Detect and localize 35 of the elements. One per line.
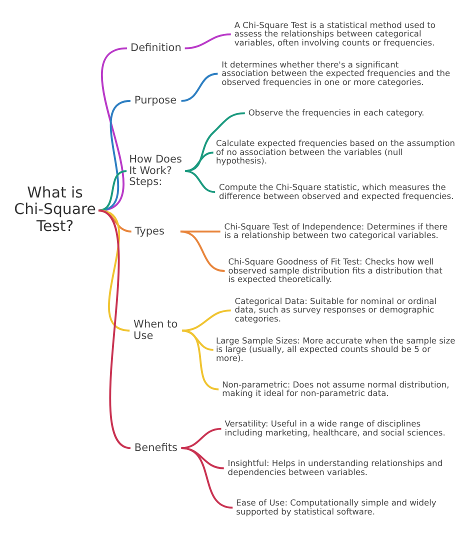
connector [180,230,225,272]
node-text: Versatility: Useful in a wide range of disciplines including marketing, healthcare, and social sciences. [224,418,446,437]
node-text: Categorical Data: Suitable for nominal or ordinal data, such as survey responses or demographic categories. [234,295,437,323]
node-text: What is Chi-Square Test? [14,182,96,234]
connector [98,46,128,211]
node-text: It determines whether there's a significant association between the expected frequencies and the observed frequencies in one or more categories. [222,58,450,86]
connector [181,446,233,508]
node-text: Purpose [134,94,177,106]
node-text: Compute the Chi-Square statistic, which measures the difference between observed and expected frequencies. [219,181,454,200]
connector [182,329,219,390]
connector [185,170,216,193]
node-text: Benefits [134,441,178,454]
connector [98,99,131,211]
node-text: Ease of Use: Computationally simple and widely supported by statistical software. [236,497,436,516]
node-text: Non-parametric: Does not assume normal distribution, making it ideal for non-parametric data. [222,378,450,398]
node-text: Large Sample Sizes: More accurate when the sample size is large (usually, all expected counts should be 5 or more). [216,334,456,362]
connector [98,170,127,211]
connector [181,72,218,102]
node-text: Insightful: Helps in understanding relationships and dependencies between variables. [228,458,443,476]
connector [181,427,222,449]
node-text: Definition [130,42,182,54]
connector [184,32,231,49]
connector [185,151,214,172]
node-text: Types [134,224,165,237]
node-text: Observe the frequencies in each category. [248,106,424,117]
connector [185,112,245,172]
node-text: Chi-Square Goodness of Fit Test: Checks how well observed sample distribution fits a distribution that is expected theoretically. [228,256,442,284]
connector [180,230,220,232]
node-text: A Chi-Square Test is a statistical method used to assess the relationships between categorical variables, often involving counts or frequencies. [234,19,436,47]
node-text: How Does It Work? Steps: [129,152,182,188]
connector [182,308,231,332]
node-text: Chi-Square Test of Independence: Determines if there is a relationship between two categorical variables. [224,220,448,240]
node-text: Calculate expected frequencies based on the assumption of no association between the variables (null hypothesis). [216,138,456,166]
connector [98,209,130,332]
node-text: When to Use [134,318,178,342]
